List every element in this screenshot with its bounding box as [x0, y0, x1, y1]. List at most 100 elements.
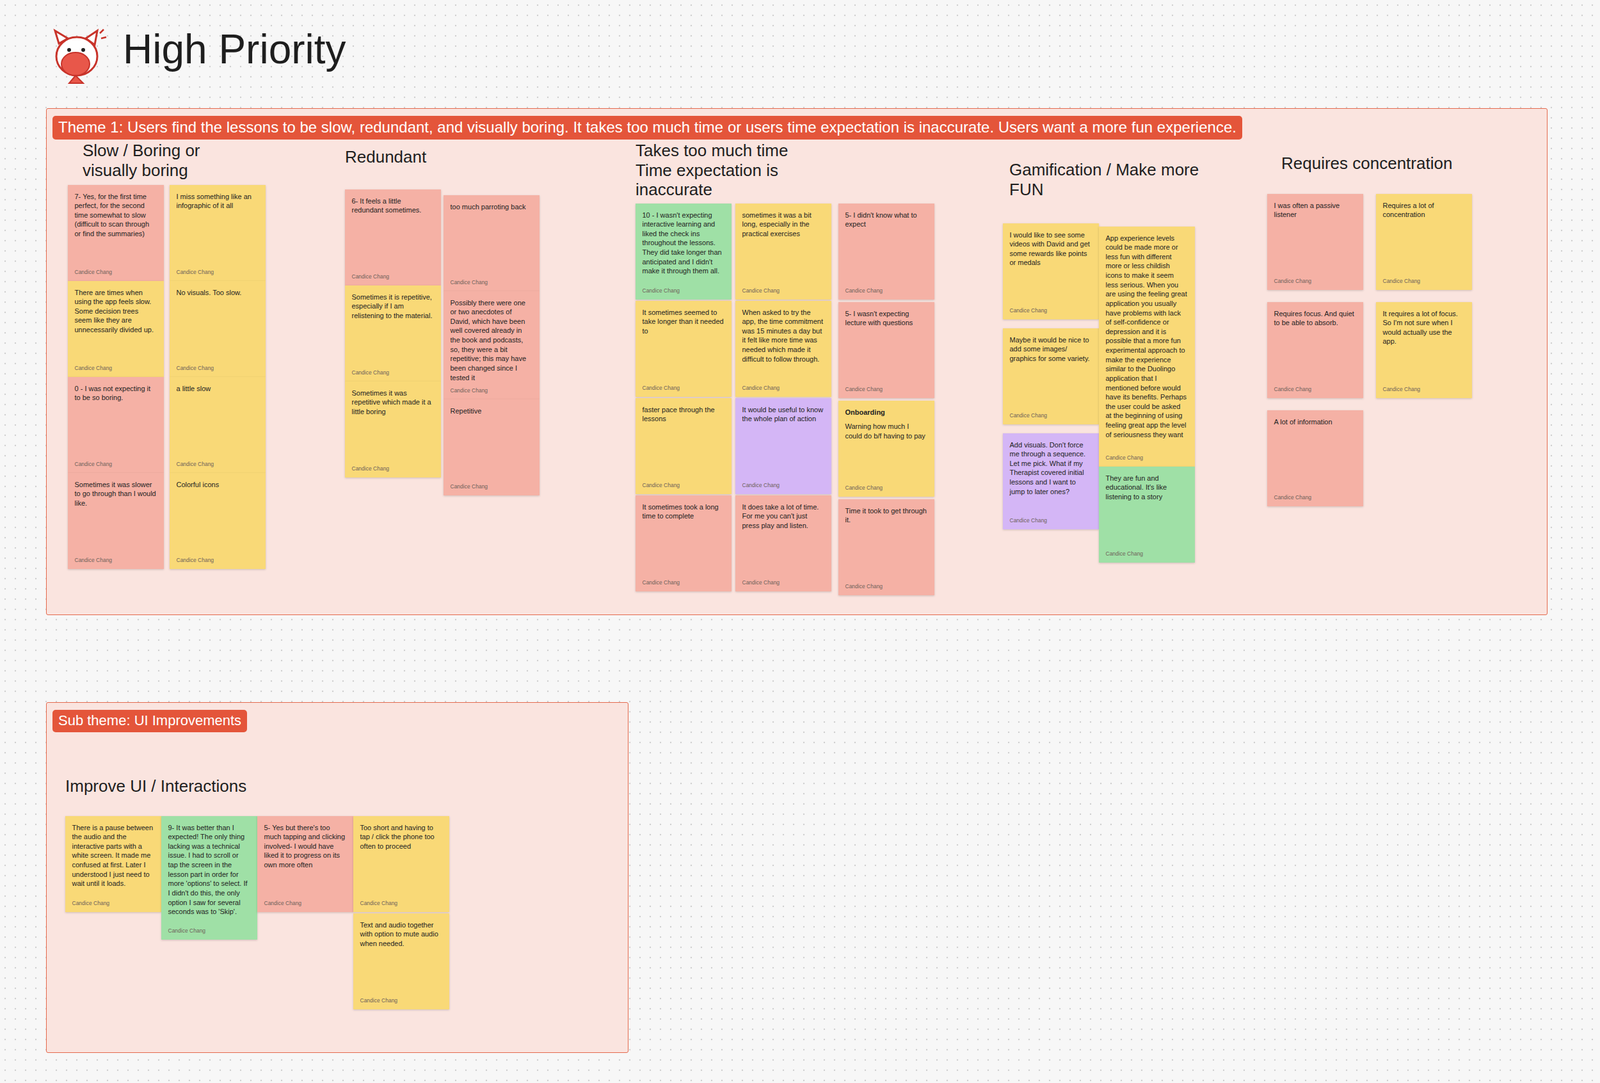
- author-name: Candice Chang: [1274, 488, 1357, 501]
- sticky-text: Text and audio together with option to m…: [360, 920, 443, 949]
- sticky-note: 0 - I was not expecting it to be so bori…: [67, 376, 164, 473]
- sticky-text: App experience levels could be made more…: [1105, 233, 1188, 440]
- column-heading: Redundant: [344, 147, 512, 168]
- sticky-text: It requires a lot of focus. So I'm not s…: [1383, 309, 1465, 347]
- sticky-note: 5- Yes but there's too much tapping and …: [257, 816, 354, 912]
- author-name: Candice Chang: [742, 282, 825, 294]
- sticky-note: OnboardingWarning how much I could do b/…: [838, 400, 935, 497]
- sticky-text: Sometimes it was slower to go through th…: [74, 480, 157, 509]
- sticky-text: It would be useful to know the whole pla…: [742, 405, 825, 424]
- sticky-note: a little slowCandice Chang: [169, 376, 266, 473]
- sticky-note: It requires a lot of focus. So I'm not s…: [1376, 302, 1472, 399]
- author-name: Candice Chang: [176, 263, 259, 276]
- author-name: Candice Chang: [1105, 545, 1188, 557]
- theme-frame: Theme 1: Users find the lessons to be sl…: [46, 108, 1548, 616]
- author-name: Candice Chang: [845, 282, 928, 294]
- sticky-note: It sometimes took a long time to complet…: [635, 495, 732, 592]
- author-name: Candice Chang: [74, 455, 157, 468]
- author-name: Candice Chang: [1274, 380, 1357, 393]
- sticky-note: They are fun and educational. It's like …: [1098, 466, 1195, 563]
- sticky-text: Requires a lot of concentration: [1383, 200, 1465, 220]
- board-icon: [55, 29, 107, 84]
- sticky-note: Sometimes it was repetitive which made i…: [344, 381, 441, 478]
- author-name: Candice Chang: [642, 379, 725, 392]
- sticky-note: 6- It feels a little redundant sometimes…: [344, 189, 441, 286]
- sticky-note: Maybe it would be nice to add some image…: [1002, 328, 1099, 425]
- sticky-note: Requires a lot of concentrationCandice C…: [1376, 193, 1472, 290]
- sticky-note: A lot of informationCandice Chang: [1267, 410, 1364, 507]
- author-name: Candice Chang: [1383, 272, 1465, 285]
- sticky-text: 10 - I wasn't expecting interactive lear…: [642, 210, 725, 276]
- author-name: Candice Chang: [72, 894, 155, 907]
- sticky-note: I would like to see some videos with Dav…: [1002, 223, 1099, 320]
- sticky-note: Requires focus. And quiet to be able to …: [1267, 302, 1364, 399]
- author-name: Candice Chang: [176, 455, 259, 468]
- column-heading: Requires concentration: [1281, 153, 1487, 174]
- sticky-text: I miss something like an infographic of …: [176, 192, 259, 211]
- sticky-text: I would like to see some videos with Dav…: [1009, 230, 1092, 269]
- sticky-note: Time it took to get through it.Candice C…: [838, 499, 935, 596]
- sticky-note: Possibly there were one or two anecdotes…: [443, 291, 540, 400]
- sticky-text: Requires focus. And quiet to be able to …: [1274, 309, 1357, 328]
- author-name: Candice Chang: [1009, 407, 1092, 419]
- sticky-text: 6- It feels a little redundant sometimes…: [352, 196, 434, 216]
- sticky-note: too much parroting backCandice Chang: [443, 195, 540, 292]
- sticky-note: Sometimes it is repetitive, especially i…: [344, 285, 441, 382]
- sticky-text: Time it took to get through it.: [845, 506, 928, 525]
- sticky-text: 7- Yes, for the first time perfect, for …: [74, 192, 157, 239]
- sticky-note: Text and audio together with option to m…: [353, 913, 450, 1010]
- sticky-text: There are times when using the app feels…: [74, 288, 157, 335]
- author-name: Candice Chang: [1274, 272, 1357, 285]
- author-name: Candice Chang: [360, 894, 443, 907]
- sticky-text: When asked to try the app, the time comm…: [742, 307, 825, 365]
- sticky-note: It does take a lot of time. For me you c…: [735, 495, 832, 592]
- author-name: Candice Chang: [1383, 380, 1465, 393]
- author-name: Candice Chang: [168, 922, 251, 934]
- author-name: Candice Chang: [1105, 449, 1188, 461]
- sticky-note: No visuals. Too slow.Candice Chang: [169, 280, 266, 377]
- sticky-text: Colorful icons: [176, 480, 259, 490]
- sticky-text: Sometimes it was repetitive which made i…: [352, 388, 434, 417]
- sticky-text: Maybe it would be nice to add some image…: [1009, 335, 1092, 364]
- sticky-text: It sometimes seemed to take longer than …: [642, 307, 725, 336]
- sticky-note: 7- Yes, for the first time perfect, for …: [67, 184, 164, 281]
- sticky-note: 10 - I wasn't expecting interactive lear…: [635, 203, 732, 300]
- sticky-text: Too short and having to tap / click the …: [360, 823, 443, 852]
- sticky-text: a little slow: [176, 384, 259, 394]
- author-name: Candice Chang: [742, 379, 825, 392]
- author-name: Candice Chang: [264, 894, 347, 907]
- column-heading: Improve UI / Interactions: [65, 776, 335, 797]
- author-name: Candice Chang: [742, 574, 825, 586]
- sticky-text: Repetitive: [450, 406, 533, 416]
- sticky-text: 0 - I was not expecting it to be so bori…: [74, 384, 157, 403]
- sticky-text: No visuals. Too slow.: [176, 288, 259, 298]
- sticky-text: It sometimes took a long time to complet…: [642, 502, 725, 521]
- sticky-text: too much parroting back: [450, 202, 533, 212]
- theme-frame: Sub theme: UI ImprovementsThere is a pau…: [46, 702, 629, 1053]
- author-name: Candice Chang: [1009, 302, 1092, 314]
- author-name: Candice Chang: [74, 359, 157, 372]
- author-name: Candice Chang: [742, 476, 825, 489]
- sticky-text: Warning how much I could do b/f having t…: [845, 421, 928, 441]
- author-name: Candice Chang: [1009, 512, 1092, 524]
- sticky-note: It would be useful to know the whole pla…: [735, 398, 832, 495]
- frame-label: Sub theme: UI Improvements: [52, 709, 248, 733]
- sticky-note: 5- I didn't know what to expectCandice C…: [838, 203, 935, 300]
- author-name: Candice Chang: [352, 364, 434, 376]
- author-name: Candice Chang: [642, 476, 725, 489]
- sticky-note: I miss something like an infographic of …: [169, 184, 266, 281]
- author-name: Candice Chang: [360, 992, 443, 1004]
- sticky-text: 5- Yes but there's too much tapping and …: [264, 823, 347, 870]
- frame-label: Theme 1: Users find the lessons to be sl…: [52, 115, 1243, 140]
- sticky-text: 5- I didn't know what to expect: [845, 210, 928, 230]
- author-name: Candice Chang: [352, 460, 434, 472]
- sticky-note: Add visuals. Don't force me through a se…: [1002, 433, 1099, 530]
- sticky-note: When asked to try the app, the time comm…: [735, 300, 832, 397]
- sticky-note: There is a pause between the audio and t…: [65, 816, 162, 912]
- sticky-note: 9- It was better than I expected! The on…: [161, 816, 258, 940]
- sticky-note: RepetitiveCandice Chang: [443, 399, 540, 496]
- sticky-text: I was often a passive listener: [1274, 200, 1357, 220]
- sticky-text: 9- It was better than I expected! The on…: [168, 823, 251, 917]
- author-name: Candice Chang: [450, 273, 533, 286]
- sticky-note: It sometimes seemed to take longer than …: [635, 300, 732, 397]
